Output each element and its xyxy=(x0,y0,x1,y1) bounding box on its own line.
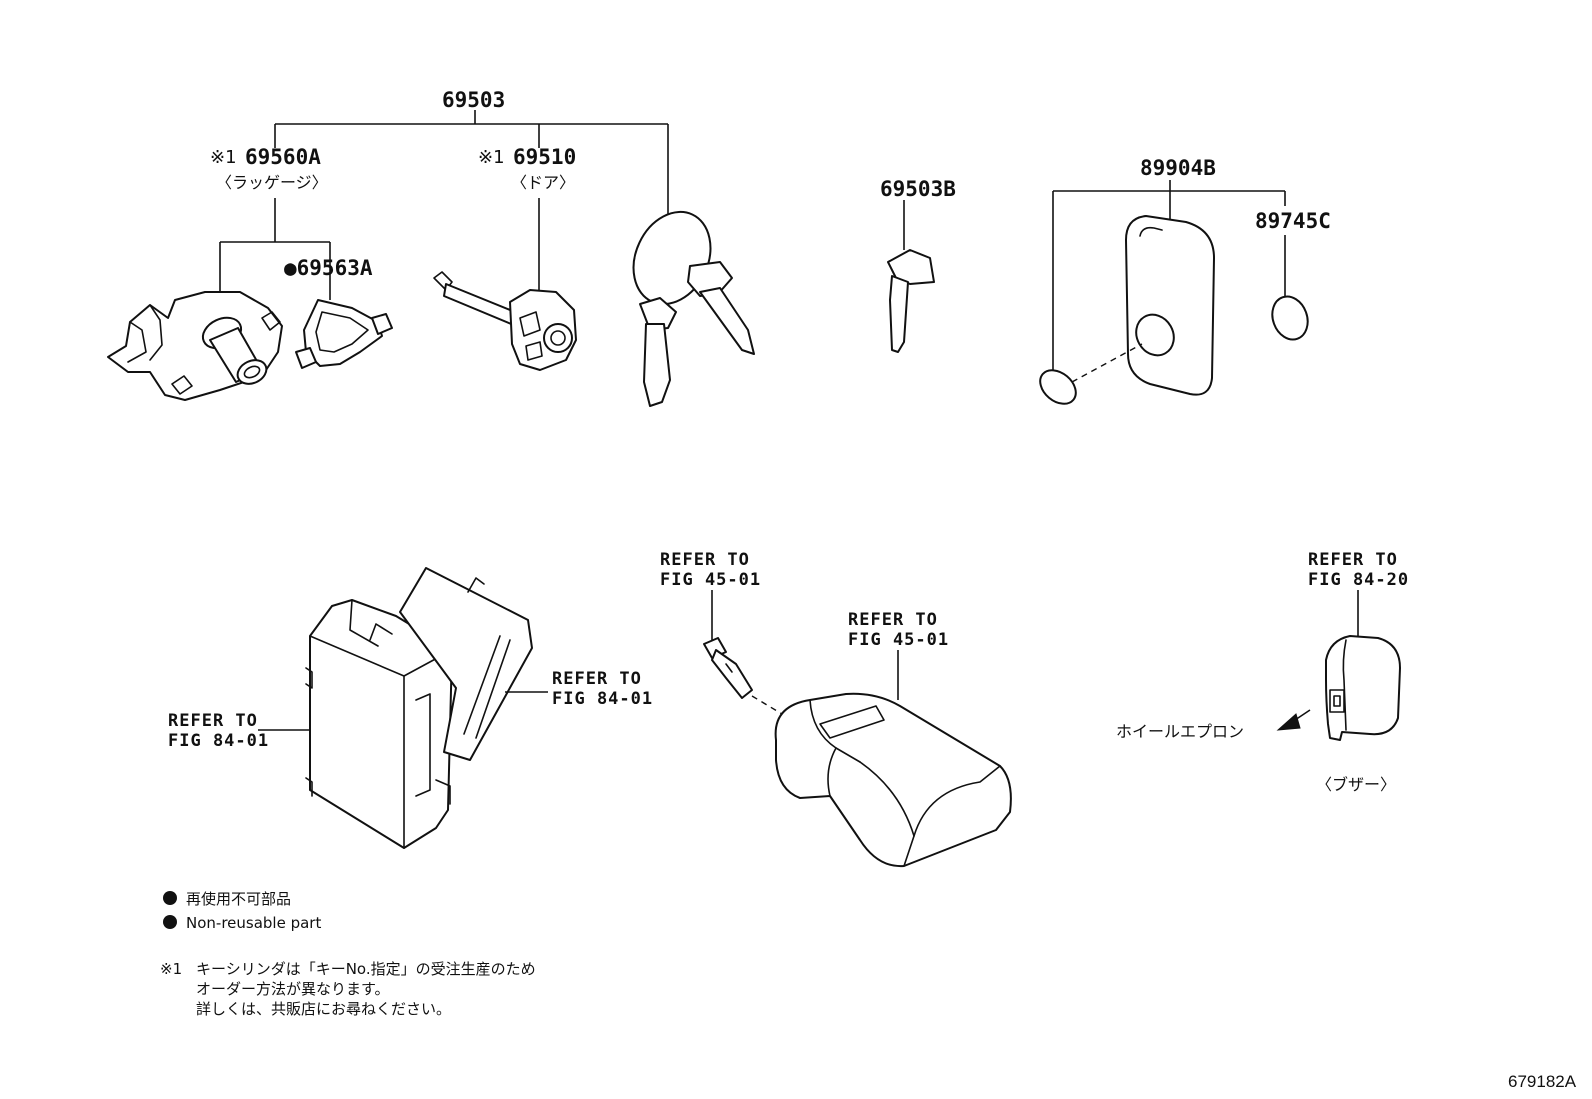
refer-fig-45-01-bulb: REFER TO FIG 45-01 xyxy=(660,550,761,640)
legend-bullet-icon xyxy=(163,891,177,905)
svg-text:REFER TO: REFER TO xyxy=(848,610,938,630)
part-69560A-sublabel: 〈ラッゲージ〉 xyxy=(216,173,328,192)
footnote-line-3: 詳しくは、共販店にお尋ねください。 xyxy=(196,1000,451,1018)
buzzer-sublabel: 〈ブザー〉 xyxy=(1316,775,1396,794)
figure-number: 679182A xyxy=(1508,1072,1577,1091)
legend: 再使用不可部品 Non-reusable part xyxy=(163,890,321,932)
legend-line-en: Non-reusable part xyxy=(186,914,321,932)
part-69503B-label: 69503B xyxy=(880,177,956,201)
svg-text:FIG 84-20: FIG 84-20 xyxy=(1308,570,1409,590)
refer-fig-84-20-buzzer: REFER TO FIG 84-20 xyxy=(1308,550,1409,636)
legend-bullet-icon xyxy=(163,915,177,929)
legend-line-jp: 再使用不可部品 xyxy=(186,890,291,908)
footnote: ※1 キーシリンダは「キーNo.指定」の受注生産のため オーダー方法が異なります… xyxy=(160,960,536,1018)
part-69560A-leader xyxy=(219,198,331,305)
svg-text:FIG 84-01: FIG 84-01 xyxy=(552,689,653,709)
key-cylinder-housing-illustration xyxy=(774,692,1012,868)
svg-text:REFER TO: REFER TO xyxy=(1308,550,1398,570)
refer-fig-45-01-housing: REFER TO FIG 45-01 xyxy=(848,610,949,700)
part-69510-label: 69510 xyxy=(513,145,576,169)
svg-text:FIG 45-01: FIG 45-01 xyxy=(660,570,761,590)
door-lock-cylinder-illustration xyxy=(433,271,577,371)
luggage-lock-cylinder-illustration xyxy=(107,291,283,401)
part-69510-note-mark: ※1 xyxy=(478,147,505,168)
part-69503-label: 69503 xyxy=(442,88,505,112)
control-module-illustration xyxy=(305,567,533,849)
svg-text:FIG 45-01: FIG 45-01 xyxy=(848,630,949,650)
emergency-key-illustration xyxy=(887,249,935,353)
footnote-line-1: キーシリンダは「キーNo.指定」の受注生産のため xyxy=(196,960,536,978)
part-89904B-leader xyxy=(1052,180,1286,372)
footnote-line-2: オーダー方法が異なります。 xyxy=(196,980,390,998)
smart-key-fob-illustration xyxy=(1039,215,1309,405)
refer-fig-84-01-left: REFER TO FIG 84-01 xyxy=(168,711,310,751)
part-69560A-note-mark: ※1 xyxy=(210,147,237,168)
svg-text:FIG 84-01: FIG 84-01 xyxy=(168,731,269,751)
buzzer-illustration xyxy=(1325,635,1401,741)
gasket-illustration xyxy=(295,299,393,369)
part-89745C-label: 89745C xyxy=(1255,209,1331,233)
svg-text:REFER TO: REFER TO xyxy=(660,550,750,570)
buzzer-direction-label: ホイールエプロン xyxy=(1116,722,1244,741)
part-69503-leader xyxy=(274,110,669,218)
bulb-sensor-illustration xyxy=(703,637,783,715)
svg-text:REFER TO: REFER TO xyxy=(168,711,258,731)
master-key-set-illustration xyxy=(632,210,755,407)
refer-fig-84-01-right: REFER TO FIG 84-01 xyxy=(505,669,653,709)
svg-text:REFER TO: REFER TO xyxy=(552,669,642,689)
part-69560A-label: 69560A xyxy=(245,145,321,169)
part-69510-sublabel: 〈ドア〉 xyxy=(511,173,575,192)
part-89904B-label: 89904B xyxy=(1140,156,1216,180)
buzzer-direction-arrow xyxy=(1276,709,1311,731)
footnote-mark: ※1 xyxy=(160,960,182,978)
part-69563A-label: ●69563A xyxy=(284,256,373,280)
